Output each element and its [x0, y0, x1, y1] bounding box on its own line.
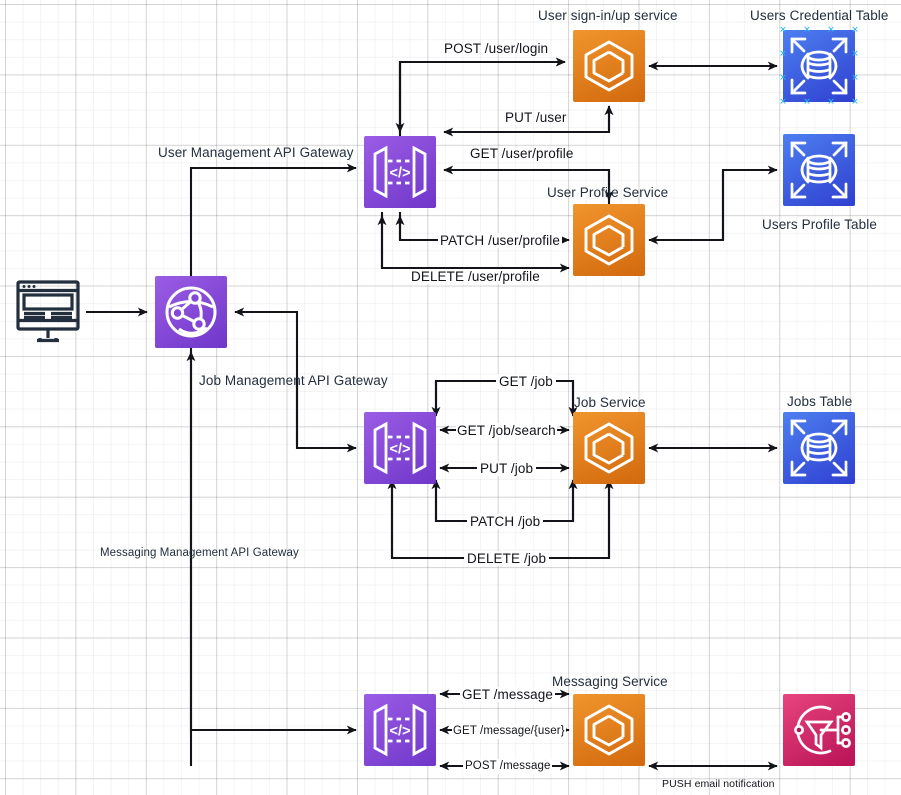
edge-label-patch-user-profile: PATCH /user/profile — [438, 233, 562, 248]
caption-messaging-management-api-gateway: Messaging Management API Gateway — [100, 547, 299, 559]
edge-label-delete-job: DELETE /job — [464, 551, 550, 566]
job-management-api-gateway[interactable]: </> — [364, 412, 436, 484]
job-service[interactable] — [573, 412, 645, 484]
user-sign-in-up-service[interactable] — [573, 30, 645, 102]
edge-label-push-email-notification: PUSH email notification — [662, 778, 775, 790]
edge-label-delete-user-profile: DELETE /user/profile — [409, 269, 542, 284]
edge-label-patch-job: PATCH /job — [467, 514, 544, 529]
edge-label-get-message: GET /message — [460, 687, 555, 702]
caption-users-profile-table: Users Profile Table — [762, 217, 877, 232]
user-profile-service[interactable] — [573, 204, 645, 276]
messaging-management-api-gateway[interactable]: </> — [364, 694, 436, 766]
jobs-table[interactable] — [783, 412, 855, 484]
svg-text:</>: </> — [390, 166, 411, 182]
edge-label-put-job: PUT /job — [477, 461, 537, 476]
edge-label-get-job-search: GET /job/search — [456, 423, 557, 438]
caption-user-management-api-gateway: User Management API Gateway — [158, 145, 354, 160]
caption-users-credential-table: Users Credential Table — [750, 8, 889, 23]
edge-label-get-job: GET /job — [496, 374, 556, 389]
caption-user-profile-service: User Profile Service — [547, 185, 669, 200]
caption-jobs-table: Jobs Table — [787, 394, 853, 409]
client-network-icon[interactable] — [155, 276, 227, 348]
messaging-service[interactable] — [573, 694, 645, 766]
caption-user-signin-service: User sign-in/up service — [538, 8, 678, 23]
caption-job-management-api-gateway: Job Management API Gateway — [199, 373, 388, 388]
edge-label-get-message-user: GET /message/{user} — [452, 724, 566, 739]
users-credential-table[interactable] — [783, 30, 855, 102]
users-profile-table[interactable] — [783, 134, 855, 206]
edge-label-post-user-login: POST /user/login — [444, 41, 549, 56]
svg-text:</>: </> — [390, 442, 411, 458]
caption-messaging-service: Messaging Service — [552, 674, 668, 689]
user-management-api-gateway[interactable]: </> — [364, 136, 436, 208]
edge-label-post-message: POST /message — [463, 759, 553, 774]
edge-label-get-user-profile: GET /user/profile — [470, 146, 574, 161]
svg-text:</>: </> — [390, 724, 411, 740]
edge-label-put-user: PUT /user — [505, 110, 567, 125]
email-notification-service[interactable] — [783, 694, 855, 766]
caption-job-service: Job Service — [574, 395, 646, 410]
client-workstation-icon[interactable] — [15, 279, 85, 350]
